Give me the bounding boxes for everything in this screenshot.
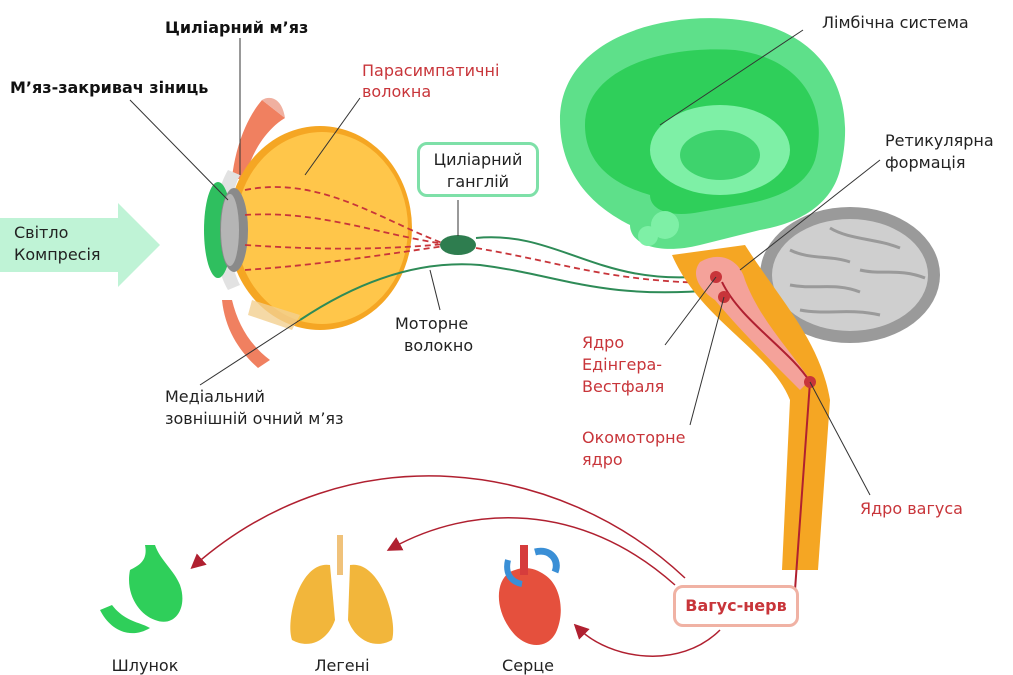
light-label: Світло xyxy=(14,222,68,243)
medial-muscle-label-1: Медіальний xyxy=(165,386,265,407)
oculomotor-label-1: Окомоторне xyxy=(582,427,685,448)
ew-nucleus-label-1: Ядро xyxy=(582,332,624,353)
oculomotor-label-2: ядро xyxy=(582,449,623,470)
stomach-illustration xyxy=(100,545,182,633)
vagus-nerve-label: Вагус-нерв xyxy=(685,596,786,615)
medial-muscle-label-2: зовнішній очний м’яз xyxy=(165,408,344,429)
ciliary-muscle-label: Циліарний м’яз xyxy=(165,17,308,38)
vagus-nucleus-label: Ядро вагуса xyxy=(860,498,963,519)
parasympathetic-label-2: волокна xyxy=(362,81,431,102)
reticular-label-2: формація xyxy=(885,152,965,173)
ciliary-ganglion xyxy=(440,235,476,255)
heart-label: Серце xyxy=(468,656,588,675)
limbic-system xyxy=(560,18,845,249)
limbic-system-label: Лімбічна система xyxy=(822,12,969,33)
compression-label: Компресія xyxy=(14,244,101,265)
sphincter-pupillae-label: М’яз-закривач зіниць xyxy=(10,77,208,98)
ew-nucleus-label-3: Вестфаля xyxy=(582,376,664,397)
vagus-nerve-box: Вагус-нерв xyxy=(673,585,799,627)
lungs-label: Легені xyxy=(282,656,402,675)
ganglion-label-1: Циліарний xyxy=(420,149,536,171)
ciliary-ganglion-box: Циліарний ганглій xyxy=(417,142,539,197)
vagus-arrows xyxy=(195,476,720,656)
ganglion-label-2: ганглій xyxy=(420,171,536,193)
heart-illustration xyxy=(499,545,561,645)
stomach-label: Шлунок xyxy=(85,656,205,675)
lungs-illustration xyxy=(290,535,393,644)
parasympathetic-label-1: Парасимпатичні xyxy=(362,60,499,81)
motor-fiber-label-2: волокно xyxy=(404,335,473,356)
reticular-label-1: Ретикулярна xyxy=(885,130,994,151)
motor-fiber-label-1: Моторне xyxy=(395,313,468,334)
eyeball xyxy=(204,126,412,330)
ew-nucleus-label-2: Едінгера- xyxy=(582,354,662,375)
